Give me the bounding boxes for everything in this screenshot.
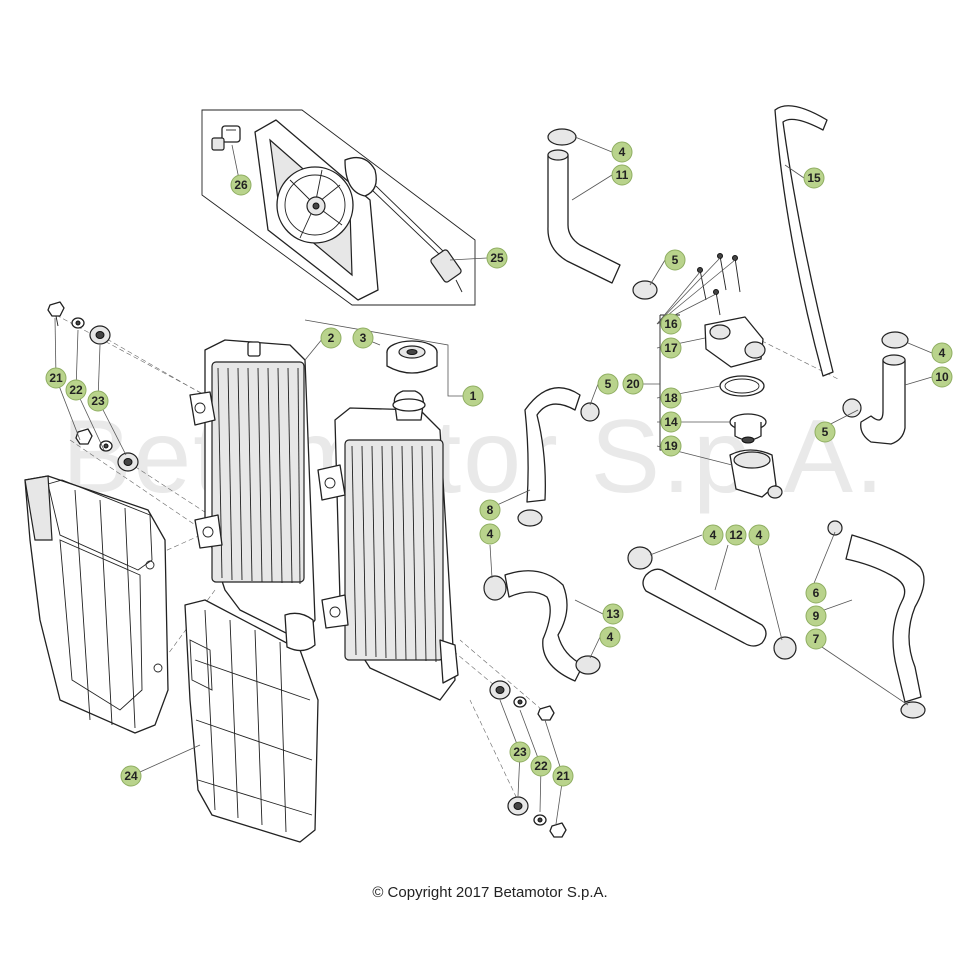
- svg-text:10: 10: [935, 370, 949, 384]
- badge-10: 10: [931, 366, 953, 388]
- badge-22: 22: [65, 379, 87, 401]
- badge-4: 4: [479, 523, 501, 545]
- svg-text:11: 11: [616, 168, 629, 182]
- badge-6: 6: [805, 582, 827, 604]
- badge-23: 23: [509, 741, 531, 763]
- svg-text:21: 21: [556, 769, 570, 783]
- svg-text:7: 7: [813, 632, 820, 646]
- badge-5: 5: [597, 373, 619, 395]
- badge-8: 8: [479, 499, 501, 521]
- badge-2: 2: [320, 327, 342, 349]
- svg-text:4: 4: [939, 346, 946, 360]
- svg-text:14: 14: [664, 415, 678, 429]
- right-radiator: [317, 390, 459, 701]
- copyright-notice: © Copyright 2017 Betamotor S.p.A.: [372, 884, 608, 901]
- left-radiator: [189, 339, 316, 652]
- svg-text:24: 24: [124, 769, 138, 783]
- badge-4: 4: [702, 524, 724, 546]
- badge-4: 4: [611, 141, 633, 163]
- mounting-hardware: [47, 301, 567, 838]
- svg-text:17: 17: [664, 341, 678, 355]
- svg-text:26: 26: [234, 178, 248, 192]
- cooling-fan: [254, 119, 463, 301]
- svg-text:4: 4: [619, 145, 626, 159]
- thermostat-group: [659, 253, 783, 499]
- svg-text:25: 25: [490, 251, 504, 265]
- svg-text:15: 15: [807, 171, 821, 185]
- svg-text:22: 22: [534, 759, 548, 773]
- svg-text:6: 6: [813, 586, 820, 600]
- fan-sensor: [211, 125, 241, 151]
- svg-text:2: 2: [328, 331, 335, 345]
- svg-text:4: 4: [710, 528, 717, 542]
- badge-1: 1: [462, 385, 484, 407]
- badge-4: 4: [748, 524, 770, 546]
- svg-text:21: 21: [49, 371, 63, 385]
- svg-text:18: 18: [664, 391, 678, 405]
- badge-12: 12: [725, 524, 747, 546]
- svg-text:23: 23: [513, 745, 527, 759]
- badge-15: 15: [803, 167, 825, 189]
- badge-14: 14: [660, 411, 682, 433]
- svg-text:23: 23: [91, 394, 105, 408]
- badge-13: 13: [602, 603, 624, 625]
- svg-text:5: 5: [672, 253, 679, 267]
- hose-clamps: [483, 128, 926, 719]
- radiator-grille: [184, 599, 319, 843]
- svg-text:5: 5: [822, 425, 829, 439]
- svg-text:4: 4: [487, 527, 494, 541]
- svg-text:3: 3: [360, 331, 367, 345]
- svg-text:1: 1: [470, 389, 477, 403]
- svg-text:4: 4: [607, 630, 614, 644]
- svg-text:12: 12: [729, 528, 743, 542]
- badge-3: 3: [352, 327, 374, 349]
- fan-kit-group: [201, 109, 476, 306]
- badge-21: 21: [45, 367, 67, 389]
- svg-text:13: 13: [606, 607, 620, 621]
- svg-text:19: 19: [664, 439, 678, 453]
- svg-text:5: 5: [605, 377, 612, 391]
- badge-22: 22: [530, 755, 552, 777]
- hoses: [504, 105, 925, 703]
- svg-text:22: 22: [69, 383, 83, 397]
- badge-17: 17: [660, 337, 682, 359]
- svg-text:20: 20: [626, 377, 640, 391]
- badge-26: 26: [230, 174, 252, 196]
- badge-5: 5: [664, 249, 686, 271]
- badge-4: 4: [931, 342, 953, 364]
- badge-20: 20: [622, 373, 644, 395]
- svg-text:4: 4: [756, 528, 763, 542]
- svg-text:16: 16: [664, 317, 678, 331]
- badge-5: 5: [814, 421, 836, 443]
- badge-19: 19: [660, 435, 682, 457]
- radiator-shroud: [24, 475, 169, 734]
- badge-7: 7: [805, 628, 827, 650]
- badge-4: 4: [599, 626, 621, 648]
- fan-kit-outline: [201, 109, 476, 306]
- radiator-cap: [386, 340, 438, 374]
- badge-9: 9: [805, 605, 827, 627]
- badge-25: 25: [486, 247, 508, 269]
- badge-16: 16: [660, 313, 682, 335]
- svg-text:9: 9: [813, 609, 820, 623]
- badge-23: 23: [87, 390, 109, 412]
- svg-text:8: 8: [487, 503, 494, 517]
- badge-24: 24: [120, 765, 142, 787]
- badge-21: 21: [552, 765, 574, 787]
- badge-18: 18: [660, 387, 682, 409]
- badge-11: 11: [611, 164, 633, 186]
- callout-badges: 26 25 2 3 1 4 11 5 15 4 10 5 16 17 18 14…: [45, 141, 953, 787]
